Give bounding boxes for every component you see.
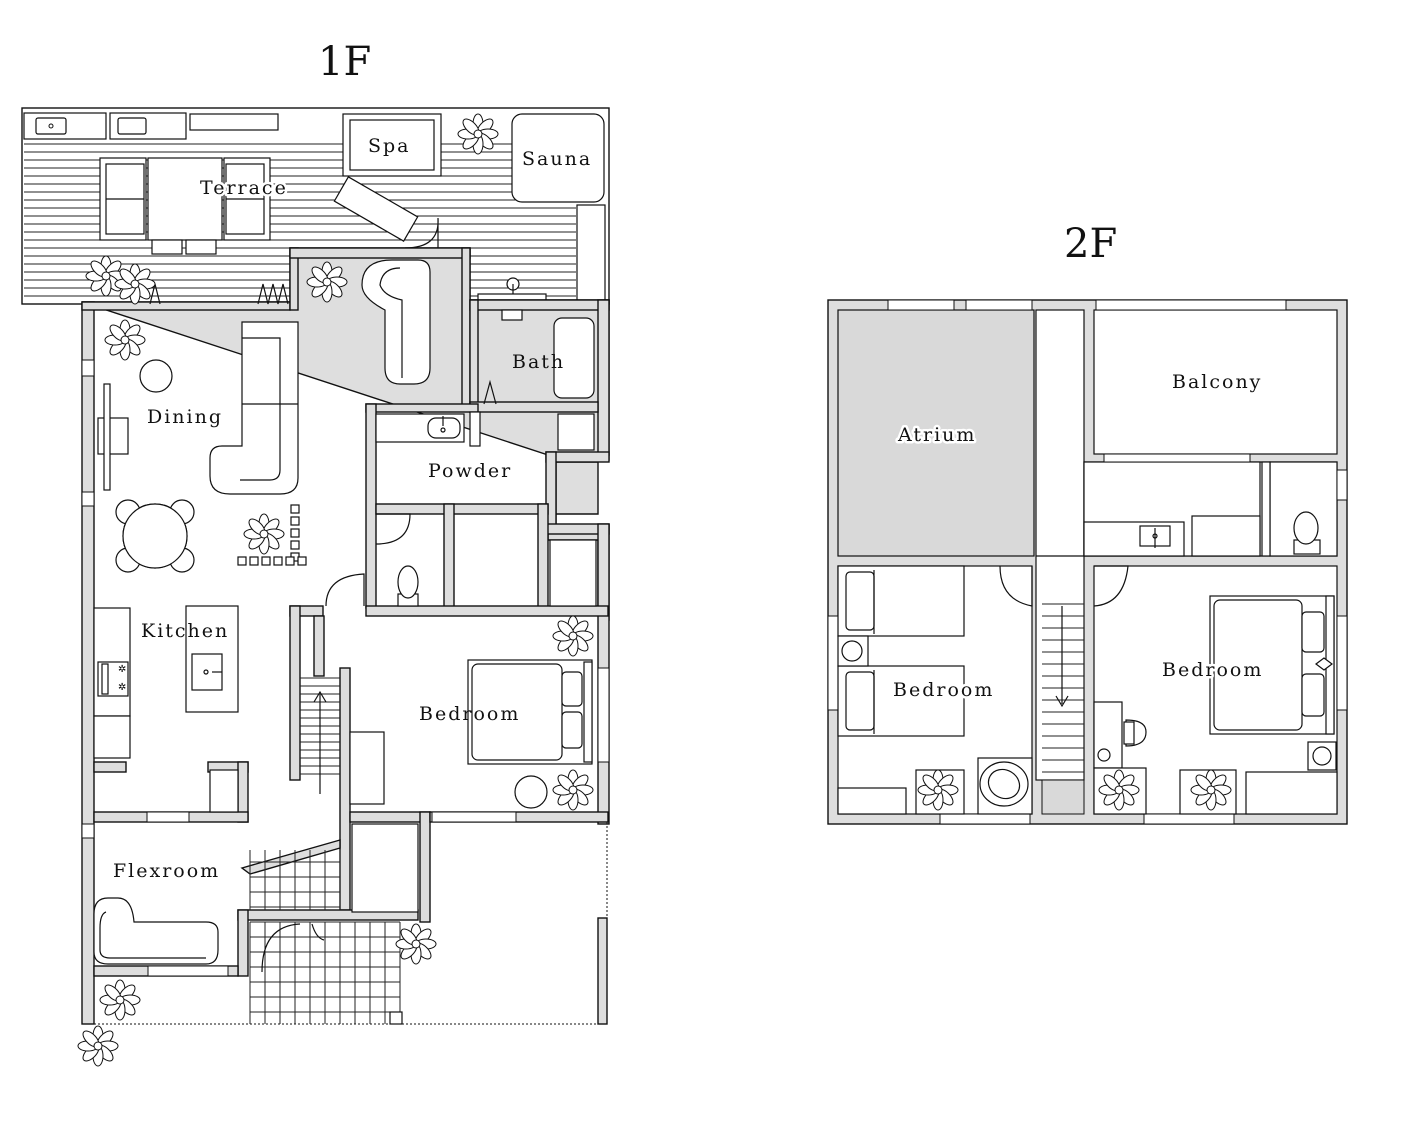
room-label-bath: Bath: [512, 351, 565, 373]
shelf-block: [290, 504, 300, 514]
floor-1f: 1F: [21, 39, 610, 1067]
room-label-balcony: Balcony: [1172, 371, 1262, 393]
plant-icon: [85, 255, 127, 297]
plant-icon: [77, 1025, 119, 1067]
atrium-void: [837, 309, 1035, 557]
plant-icon: [99, 979, 141, 1021]
plant-icon: [114, 263, 156, 305]
toilet-icon: [397, 565, 419, 607]
sauna-room: [511, 113, 605, 203]
room-label-bedroom-2f-left: Bedroom: [893, 679, 994, 701]
room-label-powder: Powder: [428, 460, 512, 482]
room-label-flexroom: Flexroom: [113, 860, 220, 882]
sofa-icon: [209, 321, 299, 495]
room-label-bedroom-2f-right: Bedroom: [1162, 659, 1263, 681]
room-label-sauna: Sauna: [522, 148, 592, 170]
room-label-terrace: Terrace: [200, 177, 288, 199]
shelf-block: [249, 556, 259, 566]
room-labels-2f: Atrium Balcony Bedroom Bedroom: [891, 371, 1264, 704]
plant-icon: [457, 113, 499, 155]
walls-2f: [827, 299, 1348, 825]
shelf-block: [297, 556, 307, 566]
door-swing-icon: [375, 513, 411, 545]
plant-icon: [552, 769, 594, 811]
shelf-block: [273, 556, 283, 566]
plant-icon: [306, 261, 348, 303]
room-label-dining: Dining: [147, 406, 223, 428]
plant-icon: [917, 769, 959, 811]
terrace-table: [147, 157, 223, 241]
room-label-bedroom-1f: Bedroom: [419, 703, 520, 725]
shelf-block: [290, 516, 300, 526]
shelf-block: [290, 528, 300, 538]
lounger: [333, 176, 419, 242]
room-label-atrium: Atrium: [897, 424, 976, 446]
plant-icon: [104, 319, 146, 361]
room-label-kitchen: Kitchen: [141, 620, 229, 642]
shelf-block: [285, 556, 295, 566]
floor-title-1f: 1F: [318, 39, 371, 85]
svg-text:✲: ✲: [118, 664, 126, 675]
plant-icon: [395, 923, 437, 965]
plant-icon: [1098, 769, 1140, 811]
floor-title-2f: 2F: [1064, 221, 1117, 267]
plant-icon: [552, 615, 594, 657]
shelf-block: [290, 540, 300, 550]
shelf-block: [261, 556, 271, 566]
floor-2f: 2F: [827, 221, 1348, 825]
plant-icon: [1190, 769, 1232, 811]
room-labels-1f: Terrace Spa Sauna Bath Dining Powder Kit…: [113, 135, 592, 882]
svg-text:✲: ✲: [118, 682, 126, 693]
shelf-block: [237, 556, 247, 566]
toilet-icon: [1293, 511, 1321, 555]
walls-1f: [81, 247, 610, 1025]
plant-icon: [243, 513, 285, 555]
room-label-spa: Spa: [368, 135, 411, 157]
furniture-2f: [837, 461, 1338, 815]
furniture-1f: ✲ ✲: [77, 113, 597, 1067]
